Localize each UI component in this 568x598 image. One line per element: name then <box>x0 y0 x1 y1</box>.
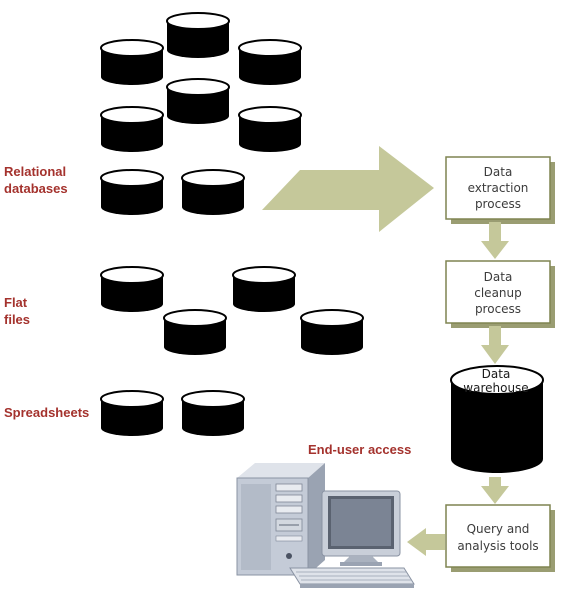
label-relational-line2: databases <box>4 181 68 196</box>
database-cylinder <box>166 78 230 124</box>
database-cylinder <box>181 169 245 215</box>
spreadsheets-group <box>100 390 245 436</box>
data-warehouse-cylinder: Data warehouse <box>450 365 544 473</box>
flat-files-group <box>100 266 364 355</box>
label-relational-line1: Relational <box>4 164 66 179</box>
warehouse-line2: warehouse <box>463 381 528 395</box>
database-cylinder <box>100 106 164 152</box>
cleanup-line1: Data <box>484 270 513 284</box>
cleanup-line2: cleanup <box>474 286 522 300</box>
database-cylinder <box>232 266 296 312</box>
database-cylinder <box>238 39 302 85</box>
database-cylinder <box>100 266 164 312</box>
extraction-process-box: Data extraction process <box>445 156 555 224</box>
keyboard <box>289 567 415 588</box>
down-arrow <box>481 222 509 259</box>
database-cylinder <box>166 12 230 58</box>
database-cylinder <box>100 169 164 215</box>
query-tools-box: Query and analysis tools <box>445 504 555 572</box>
extraction-line3: process <box>475 197 521 211</box>
label-spreadsheets: Spreadsheets <box>4 405 89 420</box>
label-end-user-access: End-user access <box>308 442 411 457</box>
big-flow-arrow <box>262 146 434 232</box>
query-line1: Query and <box>467 522 530 536</box>
computer-tower <box>236 463 325 576</box>
database-cylinder <box>300 309 364 355</box>
cleanup-line3: process <box>475 302 521 316</box>
database-cylinder <box>163 309 227 355</box>
database-cylinder <box>181 390 245 436</box>
label-flat-line2: files <box>4 312 30 327</box>
database-cylinder <box>100 390 164 436</box>
computer-illustration <box>236 463 415 588</box>
extraction-line2: extraction <box>468 181 529 195</box>
label-flat-line1: Flat <box>4 295 28 310</box>
relational-databases-group <box>100 12 302 215</box>
monitor <box>321 490 401 566</box>
down-arrow <box>481 326 509 364</box>
query-line2: analysis tools <box>457 539 538 553</box>
cleanup-process-box: Data cleanup process <box>445 260 555 328</box>
database-cylinder <box>100 39 164 85</box>
warehouse-line1: Data <box>482 367 511 381</box>
down-arrow <box>481 477 509 504</box>
extraction-line1: Data <box>484 165 513 179</box>
database-cylinder <box>238 106 302 152</box>
left-arrow <box>407 528 445 556</box>
